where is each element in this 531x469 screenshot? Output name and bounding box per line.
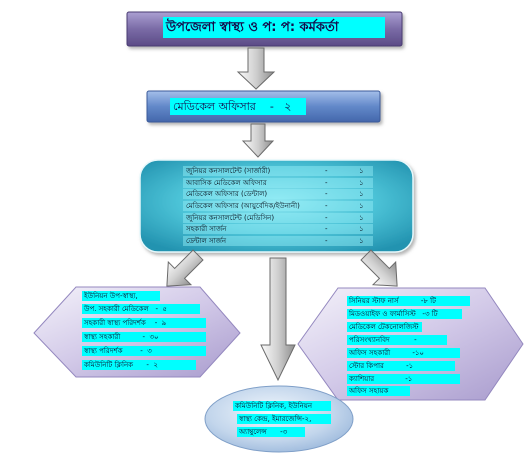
staff-row: আবাসিক মেডিকেল অফিসার - ১	[183, 178, 373, 188]
right-hexagon-line: সিনিয়র স্টাফ নার্স -৮ টি	[347, 296, 470, 306]
staff-row-count: ১	[359, 167, 364, 175]
center-branch-arrow	[260, 257, 296, 382]
right-hexagon-line: মিডওয়াইফ ও ফার্মাসিস্ট -৩ টি	[347, 309, 462, 319]
left-branch-arrow	[166, 249, 204, 287]
down-arrow-1	[236, 47, 276, 90]
staff-row-dash: -	[325, 179, 328, 187]
left-hexagon-line: ইউনিয়ন উপ-স্বাস্থ্য,	[82, 291, 160, 301]
medical-officer-label: মেডিকেল অফিসার - ২	[170, 98, 306, 115]
staff-row-label: মেডিকেল অফিসার (আয়ুর্বেদিক/ইউনানী)	[186, 202, 300, 210]
right-hexagon-line: ক্যাশিয়ার -১	[347, 374, 460, 384]
right-hexagon-line: অফিস সহায়ক	[347, 386, 410, 396]
right-hexagon-line: স্টোর কিপার -১	[347, 361, 455, 371]
staff-row-label: ডেন্টাল সার্জন	[186, 237, 227, 245]
staff-row: ডেন্টাল সার্জন - ১	[183, 236, 373, 246]
bottom-ellipse-line: কমিউনিটি ক্লিনিক, ইউনিয়ন	[233, 401, 331, 411]
right-hexagon-line: অফিস সহকারী -১০	[347, 348, 460, 358]
right-hexagon-line: মেডিকেল টেকনোলজিস্ট -	[347, 322, 422, 332]
staff-row-label: জুনিয়র কনসালটেন্ট (মেডিসিন)	[186, 214, 275, 222]
left-hexagon-line: স্বাস্থ্য সহকারী - ৩০	[82, 332, 206, 342]
staff-row-count: ১	[359, 214, 364, 222]
staff-row-dash: -	[325, 237, 328, 245]
staff-row: মেডিকেল অফিসার (আয়ুর্বেদিক/ইউনানী) - ১	[183, 201, 373, 211]
staff-row: জুনিয়র কনসালটেন্ট (সার্জারী) - ১	[183, 166, 373, 176]
right-hexagon-line: পরিসংখ্যানবিদ -	[347, 335, 447, 345]
staff-row-dash: -	[325, 225, 328, 233]
staff-row-dash: -	[325, 214, 328, 222]
staff-row-label: জুনিয়র কনসালটেন্ট (সার্জারী)	[186, 167, 271, 175]
title-box-label: উপজেলা স্বাস্থ্য ও প: প: কর্মকর্তা	[163, 17, 385, 38]
staff-row: মেডিকেল অফিসার (ডেন্টাল) - ১	[183, 189, 373, 199]
staff-row-count: ১	[359, 202, 364, 210]
bottom-ellipse-line: স্বাস্থ্য কেন্দ্র, ইমারজেন্সি-২,	[237, 414, 331, 424]
left-hexagon-line: উপ. সহকারী মেডিকেল - ৫	[82, 304, 200, 314]
right-branch-arrow	[360, 249, 398, 287]
staff-row-label: আবাসিক মেডিকেল অফিসার	[186, 179, 267, 187]
staff-row-dash: -	[325, 167, 328, 175]
staff-row-label: সহকারী সার্জন	[186, 225, 227, 233]
staff-row-dash: -	[325, 190, 328, 198]
staff-row-count: ১	[359, 225, 364, 233]
staff-row: জুনিয়র কনসালটেন্ট (মেডিসিন) - ১	[183, 213, 373, 223]
staff-row: সহকারী সার্জন - ১	[183, 224, 373, 234]
staff-row-count: ১	[359, 179, 364, 187]
left-hexagon-line: কমিউনিটি ক্লিনিক - ২	[82, 360, 196, 370]
staff-row-count: ১	[359, 190, 364, 198]
staff-row-label: মেডিকেল অফিসার (ডেন্টাল)	[186, 190, 268, 198]
left-hexagon-line: সহকারী স্বাস্থ্য পরিদর্শক - ৯	[82, 318, 206, 328]
bottom-ellipse-line: অ্যাম্বুলেন্স -৩	[237, 427, 305, 437]
down-arrow-2	[241, 123, 275, 158]
staff-row-dash: -	[325, 202, 328, 210]
staff-row-count: ১	[359, 237, 364, 245]
left-hexagon-line: স্বাস্থ্য পরিদর্শক - ৩	[82, 346, 206, 356]
staff-box	[139, 159, 414, 253]
